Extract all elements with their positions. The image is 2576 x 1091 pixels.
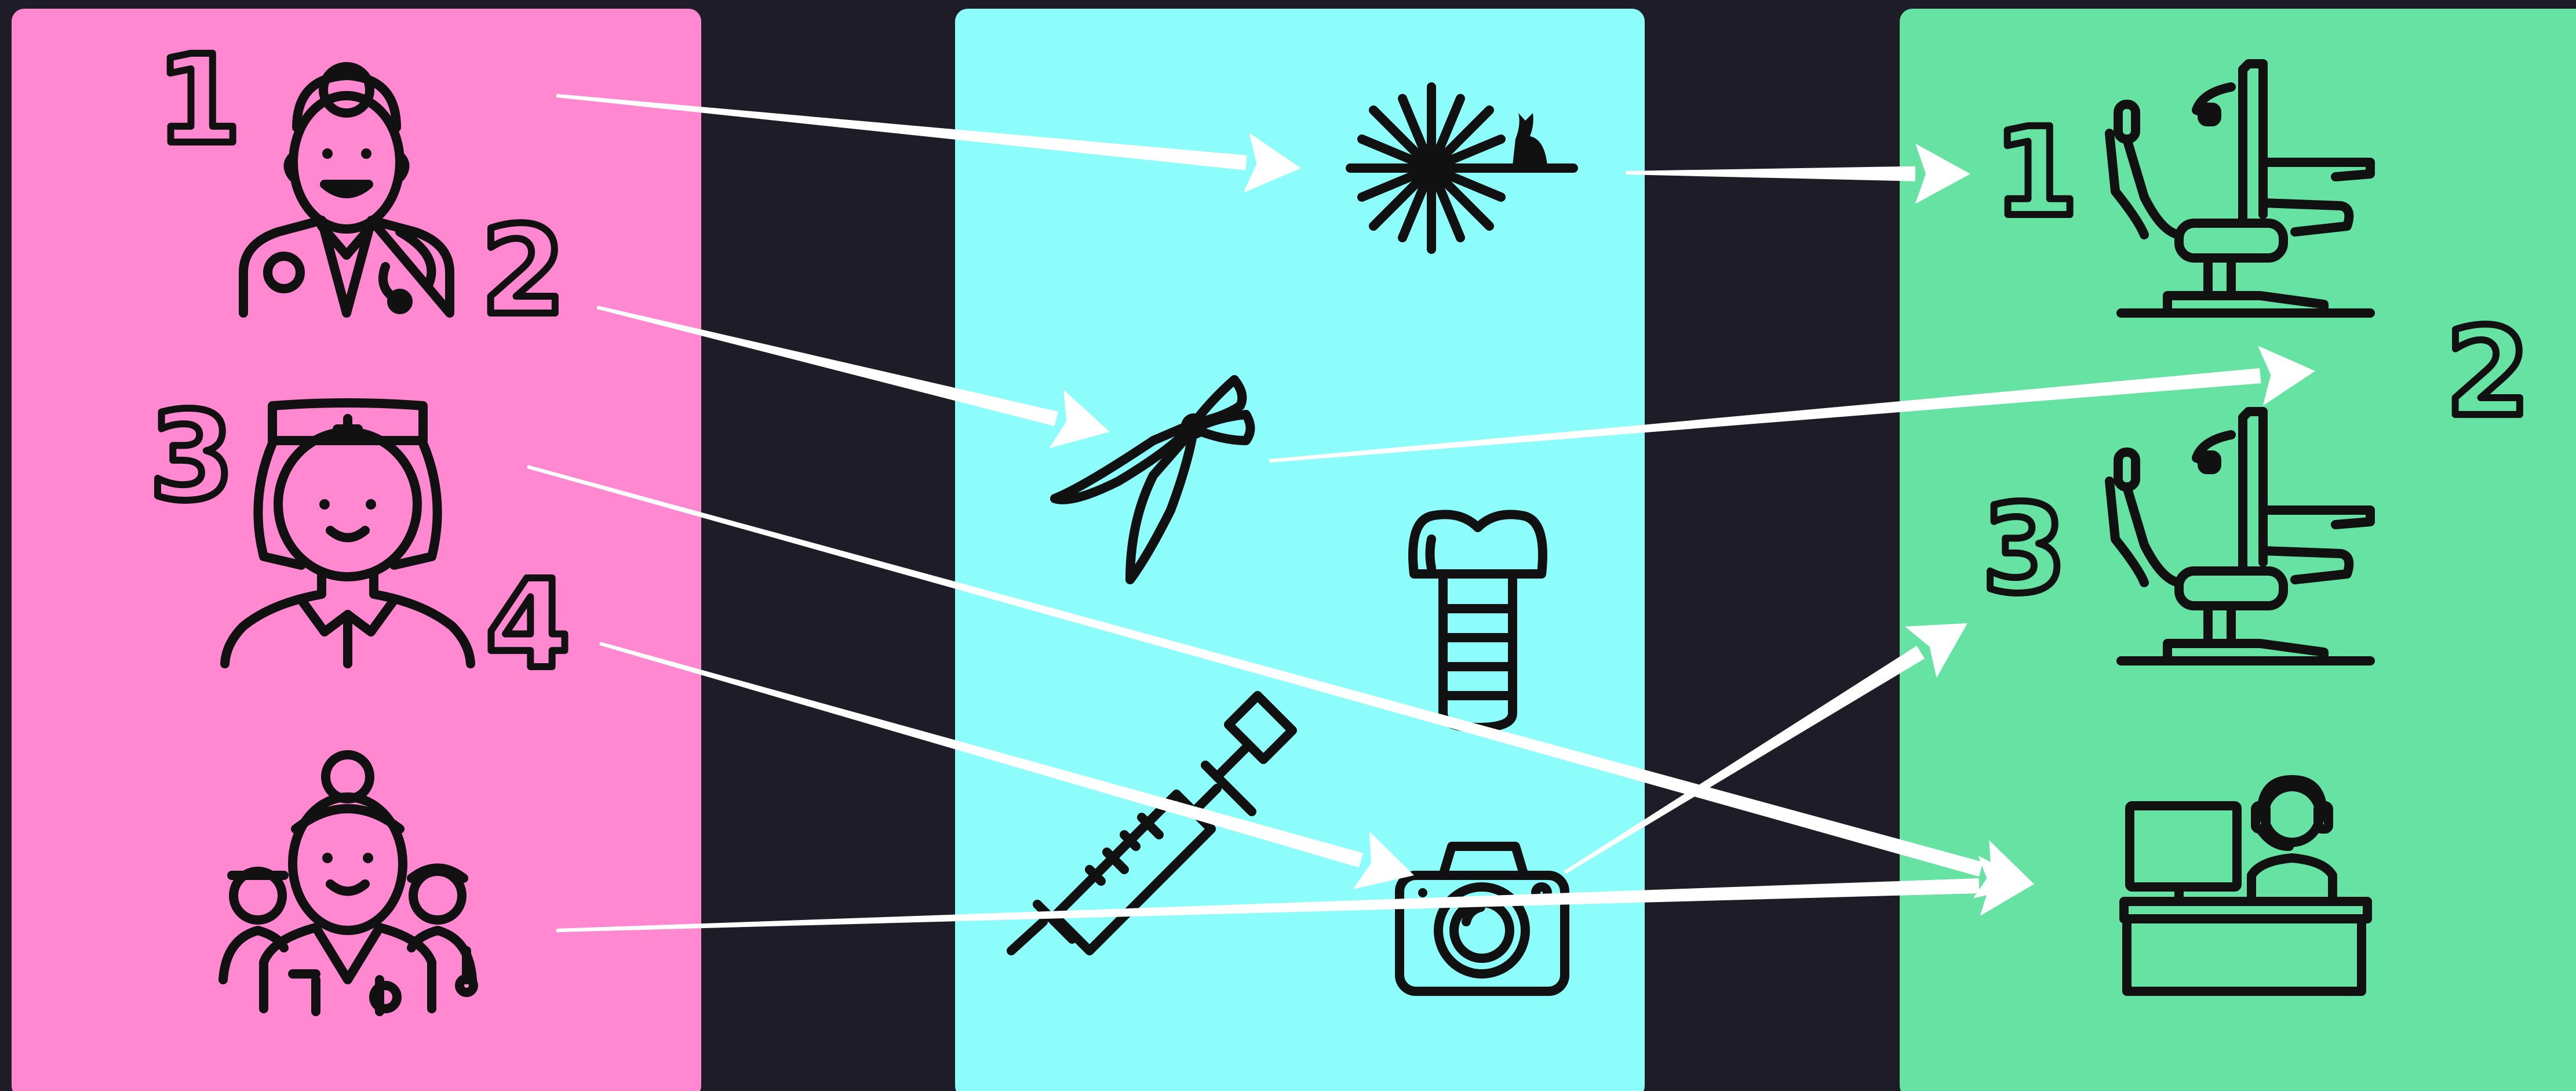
staff-number-1: 1 xyxy=(156,29,241,171)
place-number-2: 2 xyxy=(2446,301,2530,443)
arrow-shaft-dental-laser-to-chair-1 xyxy=(1626,166,1915,181)
staff-number-2: 2 xyxy=(481,200,566,342)
place-number-1: 1 xyxy=(1994,101,2078,243)
staff-number-4: 4 xyxy=(486,554,570,696)
place-number-3: 3 xyxy=(1982,478,2067,620)
staff-number-3: 3 xyxy=(150,386,234,528)
